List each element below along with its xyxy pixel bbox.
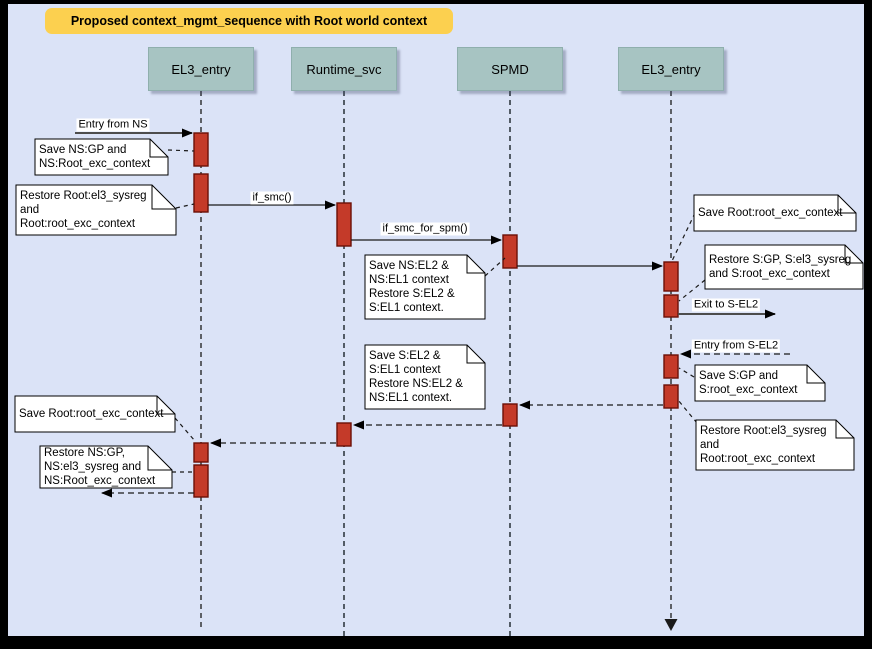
note-connector: [678, 367, 695, 378]
activation-bar: [336, 202, 352, 247]
note-shapes: [14, 138, 864, 489]
lifeline-header-el3-entry-1: EL3_entry: [148, 47, 254, 91]
lifeline-header-spmd: SPMD: [457, 47, 563, 91]
note-connector: [175, 203, 195, 209]
note-save-s-el2: Save S:EL2 & S:EL1 context Restore NS:EL…: [369, 350, 463, 404]
note-save-root-exc-right: Save Root:root_exc_context: [698, 207, 843, 219]
lifeline-header-el3-entry-2: EL3_entry: [618, 47, 724, 91]
message-arrows: [75, 128, 790, 498]
note-connector: [484, 257, 506, 277]
activation-bar: [336, 422, 352, 447]
sequence-diagram-canvas: Proposed context_mgmt_sequence with Root…: [8, 4, 864, 636]
message-label-if-smc: if_smc(): [250, 191, 294, 205]
message-label-exit-to-s-el2: Exit to S-EL2: [691, 298, 761, 312]
activation-bar: [663, 384, 679, 409]
note-shape-save-ns-el2: [364, 254, 486, 320]
note-connector: [167, 149, 195, 152]
note-restore-root-left: Restore Root:el3_sysreg and Root:root_ex…: [20, 190, 147, 230]
note-save-s-gp: Save S:GP and S:root_exc_context: [699, 370, 798, 396]
message-label-entry-from-ns: Entry from NS: [76, 118, 150, 132]
note-connectors: [167, 149, 706, 473]
note-connector: [678, 279, 706, 302]
activation-bar: [502, 234, 518, 269]
note-save-root-exc-left: Save Root:root_exc_context: [19, 408, 164, 420]
note-shape-restore-ns-gp: [39, 445, 173, 489]
note-shape-save-root-exc-right: [693, 194, 857, 232]
message-label-entry-from-s-el2: Entry from S-EL2: [691, 339, 781, 353]
activation-bar: [193, 173, 209, 213]
activation-bar: [193, 442, 209, 463]
note-restore-ns-gp: Restore NS:GP, NS:el3_sysreg and NS:Root…: [44, 447, 156, 487]
activation-bar: [663, 354, 679, 379]
note-save-ns-gp: Save NS:GP and NS:Root_exc_context: [39, 144, 151, 170]
activation-bar: [193, 464, 209, 498]
activation-bars: [193, 132, 679, 498]
activation-bar: [193, 132, 209, 167]
lifeline-header-runtime-svc: Runtime_svc: [291, 47, 397, 91]
note-shape-save-ns-gp: [34, 138, 169, 176]
activation-bar: [502, 403, 518, 427]
note-connector: [677, 399, 698, 424]
note-connector: [671, 212, 696, 262]
activation-bar: [663, 294, 679, 318]
note-shape-restore-root-left: [15, 184, 177, 236]
diagram-graphics: [14, 91, 864, 636]
activation-bar: [663, 261, 679, 292]
note-shape-save-s-gp: [694, 364, 826, 402]
note-shape-save-s-el2: [364, 344, 486, 410]
note-connector: [174, 417, 196, 442]
diagram-title: Proposed context_mgmt_sequence with Root…: [45, 8, 453, 34]
message-label-if-smc-for-spm: if_smc_for_spm(): [380, 222, 470, 236]
note-shape-save-root-exc-left: [14, 395, 176, 433]
note-restore-root-right: Restore Root:el3_sysreg and Root:root_ex…: [700, 425, 827, 465]
note-shape-restore-root-right: [695, 419, 855, 471]
note-restore-s-gp: Restore S:GP, S:el3_sysreg and S:root_ex…: [709, 254, 852, 280]
note-save-ns-el2: Save NS:EL2 & NS:EL1 context Restore S:E…: [369, 260, 455, 314]
note-shape-restore-s-gp: [704, 244, 864, 290]
lifeline-end-arrow-icon: [664, 619, 678, 631]
